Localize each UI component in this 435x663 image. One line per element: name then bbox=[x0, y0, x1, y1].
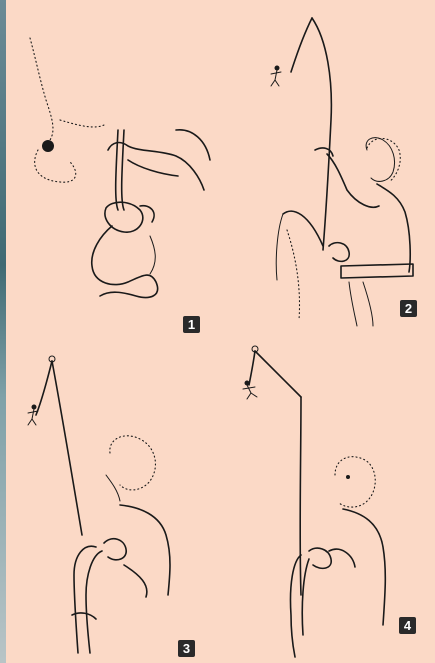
panel-1: 1 bbox=[0, 0, 217, 335]
panel-number-badge: 2 bbox=[400, 300, 417, 317]
panel-1-illustration bbox=[0, 0, 217, 335]
panel-4-illustration bbox=[217, 335, 435, 663]
carabiner-icon bbox=[42, 140, 54, 152]
climber-icon bbox=[271, 66, 281, 87]
panel-3-illustration bbox=[0, 335, 217, 663]
belay-device-icon bbox=[329, 243, 349, 262]
belay-device-icon bbox=[309, 548, 331, 568]
belay-device-icon bbox=[104, 539, 126, 560]
panel-2: 2 bbox=[217, 0, 435, 335]
panel-3: 3 bbox=[0, 335, 217, 663]
panel-4: 4 bbox=[217, 335, 435, 663]
panel-2-illustration bbox=[217, 0, 435, 335]
panel-number-badge: 3 bbox=[178, 640, 195, 657]
panel-number-badge: 4 bbox=[399, 617, 416, 634]
panel-number-badge: 1 bbox=[183, 316, 200, 333]
